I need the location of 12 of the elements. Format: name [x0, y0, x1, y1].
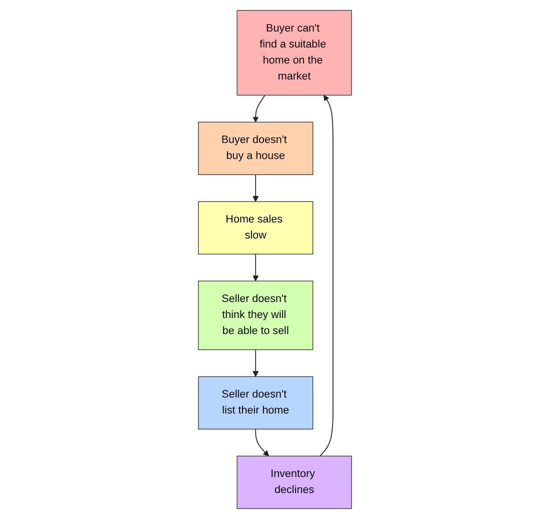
- arrow: [252, 349, 259, 377]
- arrow: [252, 254, 259, 282]
- arrow: [320, 94, 334, 457]
- node-box: Home sales slow: [198, 201, 314, 254]
- node-box: Buyer can't find a suitable home on the market: [236, 10, 352, 96]
- node-box: Seller doesn't think they will be able to sell: [198, 280, 314, 350]
- node-box: Buyer doesn't buy a house: [198, 122, 314, 175]
- arrow: [255, 428, 270, 456]
- arrow: [252, 94, 266, 122]
- node-box: Seller doesn't list their home: [198, 376, 314, 430]
- arrow: [252, 174, 259, 202]
- node-box: Inventory declines: [236, 456, 352, 509]
